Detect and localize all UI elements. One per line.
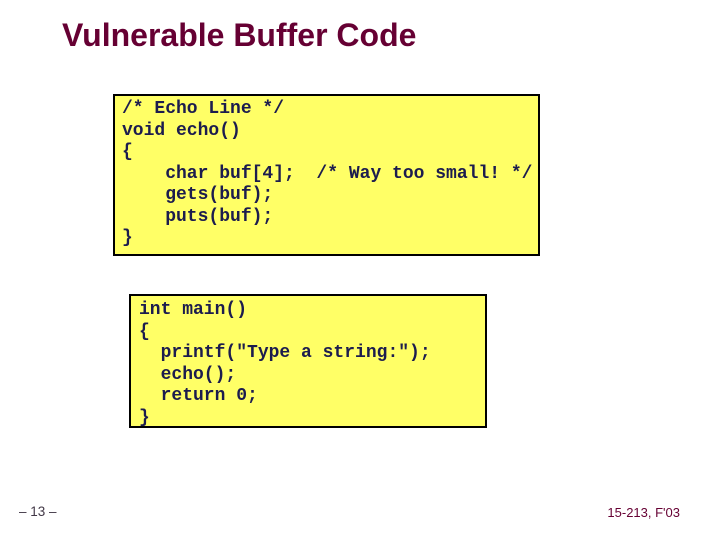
code-line: /* Echo Line */ (122, 99, 285, 119)
code-line: echo(); (139, 364, 237, 385)
code-line: { (139, 321, 150, 342)
code-line: puts(buf); (122, 206, 274, 227)
code-line: gets(buf); (122, 185, 274, 205)
code-line: void echo() (122, 120, 241, 141)
code-line: } (122, 228, 133, 248)
code-line: int main() (139, 300, 248, 320)
code-block-main-function: int main() { printf("Type a string:"); e… (129, 294, 487, 428)
code-block-echo-function: /* Echo Line */ void echo() { char buf[4… (113, 94, 540, 256)
page-number: – 13 – (19, 504, 57, 519)
code-line: } (139, 407, 150, 428)
code-line: return 0; (139, 386, 258, 406)
code-line: printf("Type a string:"); (139, 343, 431, 363)
code-line: char buf[4]; /* Way too small! */ (122, 163, 533, 184)
code-line: { (122, 142, 133, 162)
course-footer: 15-213, F'03 (607, 505, 680, 520)
slide-title: Vulnerable Buffer Code (62, 17, 417, 53)
